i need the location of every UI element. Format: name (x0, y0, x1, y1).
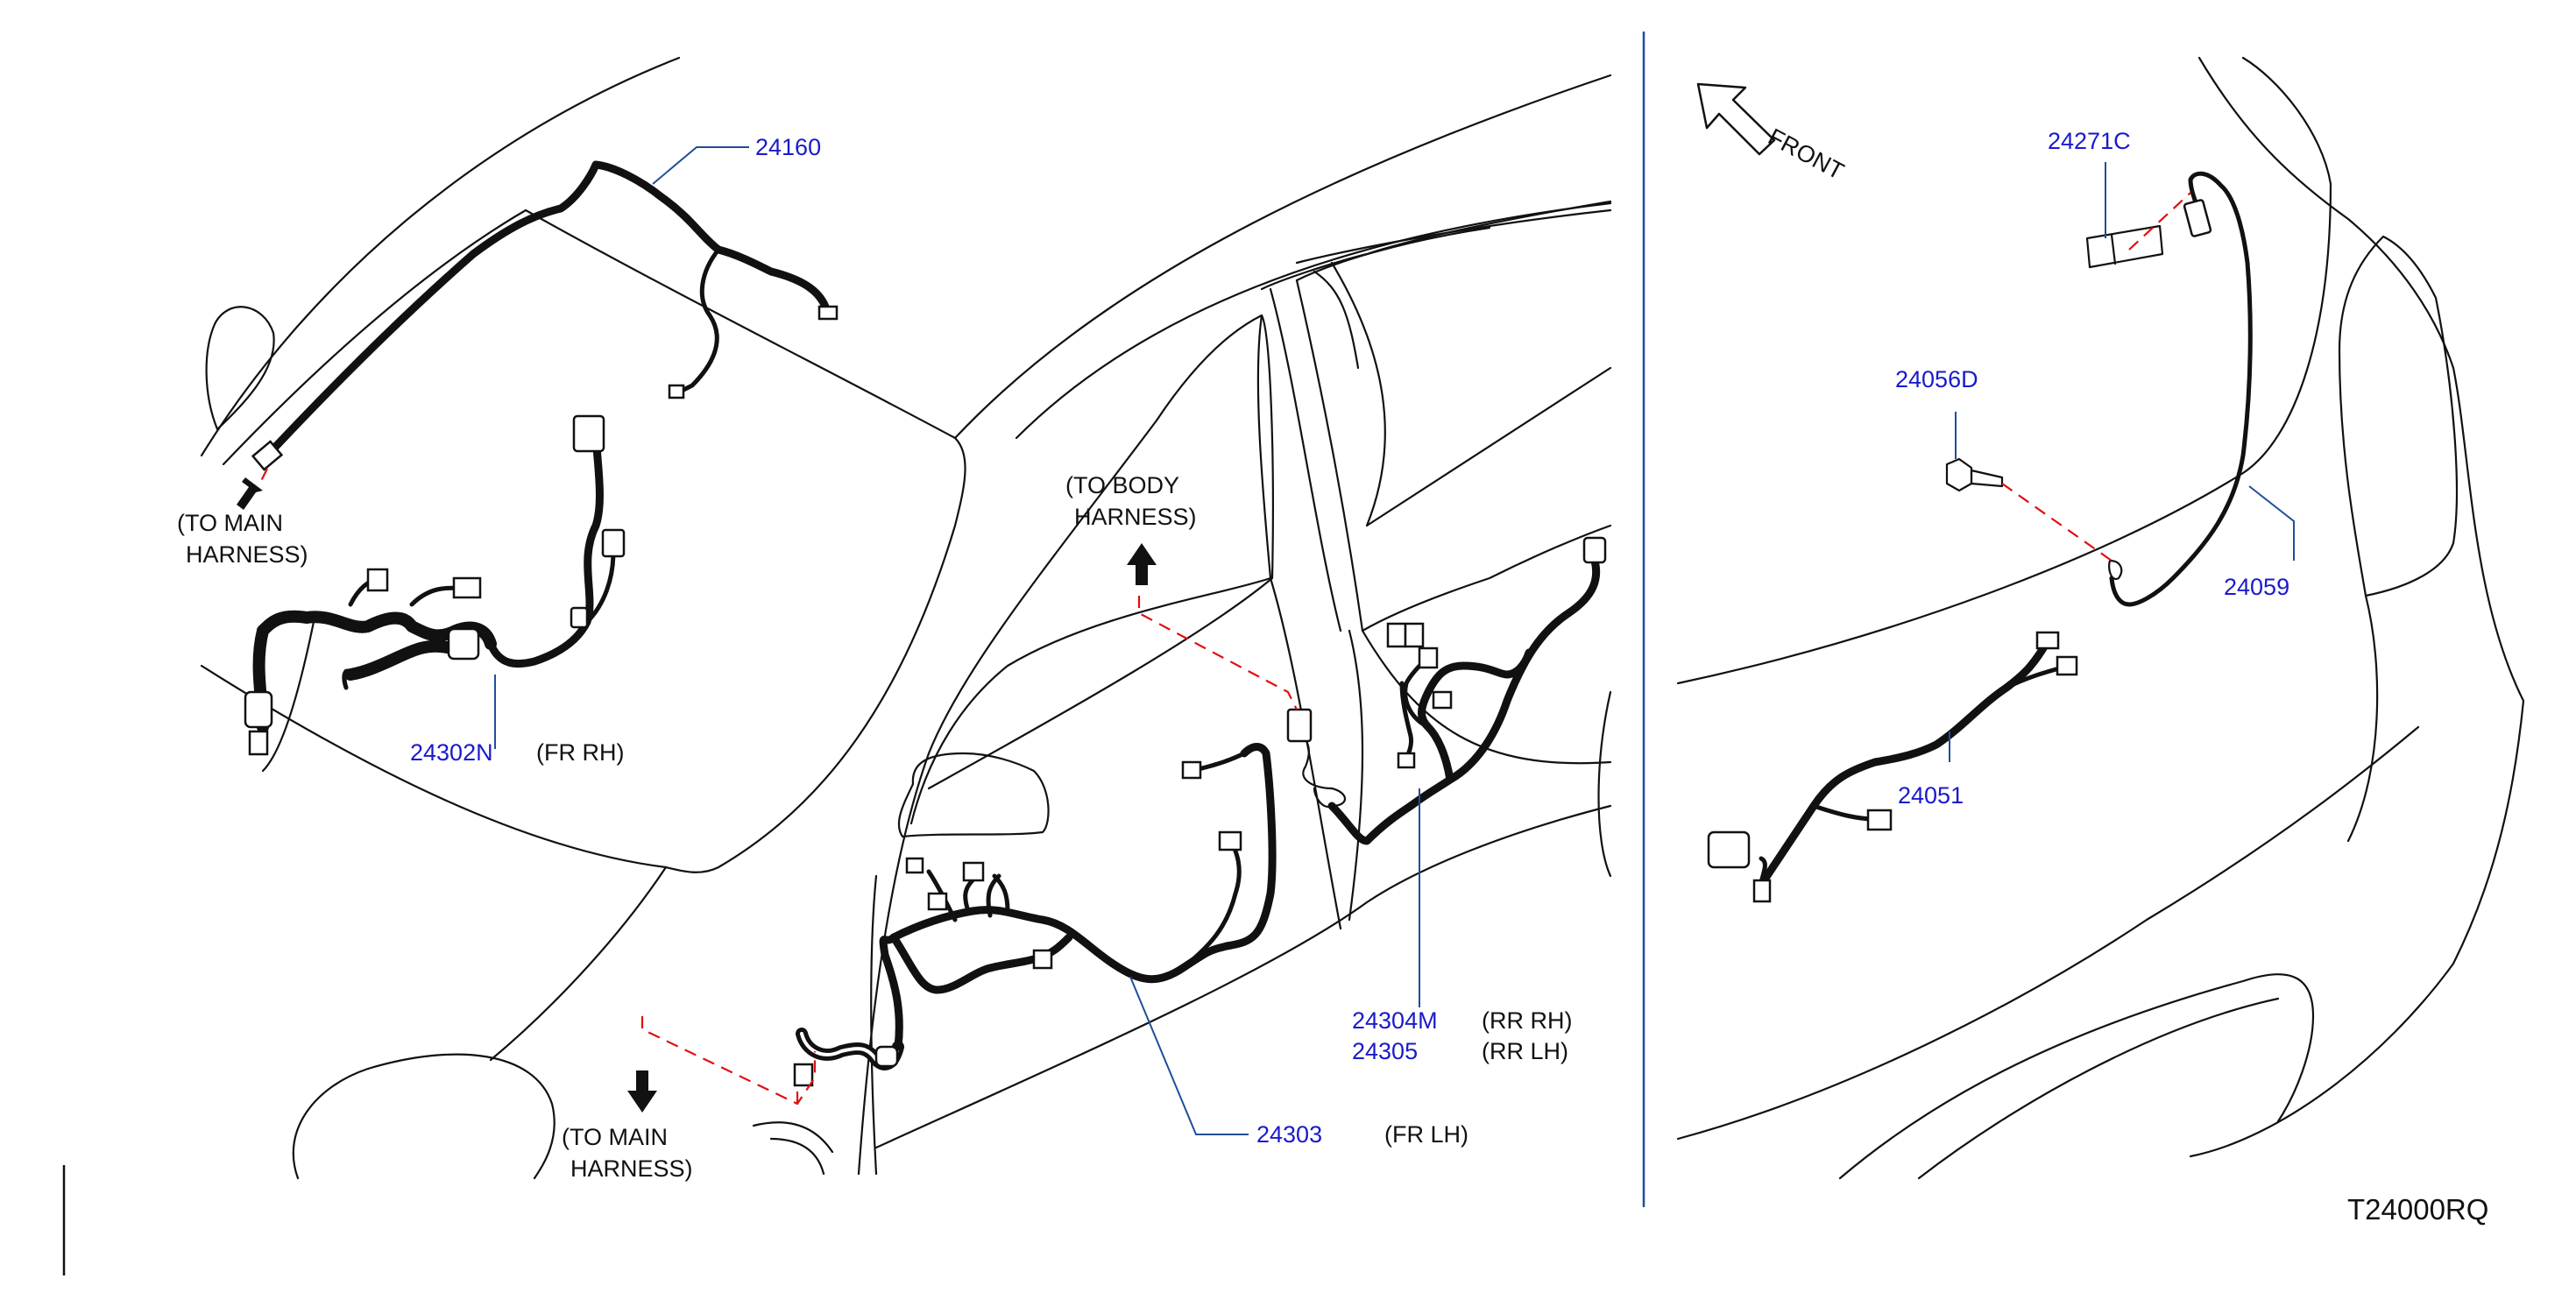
arrow-to-body-harness (1127, 543, 1157, 585)
qualifier-24302n: (FR RH) (536, 739, 624, 766)
leader-24160 (652, 146, 749, 185)
part-24271c (2085, 192, 2191, 269)
dash-to-main-left (258, 468, 268, 487)
callout-24271c: 24271C (2048, 128, 2131, 154)
dash-to-main-middle (640, 1016, 817, 1106)
svg-text:HARNESS): HARNESS) (570, 1155, 693, 1182)
harness-24303 (793, 743, 1277, 1087)
arrow-to-main-left (237, 477, 263, 510)
callout-24056d: 24056D (1895, 366, 1978, 392)
harness-24059 (2108, 171, 2253, 607)
leader-24303 (1129, 976, 1249, 1135)
harness-24160 (251, 160, 839, 471)
callout-24304m: 24304M (1352, 1007, 1438, 1034)
leader-24059 (2248, 485, 2295, 561)
callout-24302n: 24302N (410, 739, 493, 766)
harness-24302n (244, 414, 626, 756)
callout-24059: 24059 (2224, 574, 2289, 600)
qualifier-24305: (RR LH) (1482, 1038, 1568, 1064)
svg-text:(TO MAIN: (TO MAIN (177, 510, 283, 536)
dash-to-body-harness (1137, 596, 1298, 710)
callout-24303: 24303 (1256, 1121, 1322, 1148)
svg-text:HARNESS): HARNESS) (1074, 504, 1197, 530)
qualifier-24303: (FR LH) (1384, 1121, 1468, 1148)
body-outline-middle (752, 74, 1612, 1176)
harness-24051 (1707, 631, 2078, 903)
svg-text:(TO MAIN: (TO MAIN (562, 1124, 668, 1150)
callout-24305: 24305 (1352, 1038, 1418, 1064)
callout-24051: 24051 (1898, 782, 1964, 809)
note-to-main-harness-left: (TO MAIN HARNESS) (177, 510, 308, 568)
front-arrow-icon (1696, 82, 1776, 156)
callout-24160: 24160 (755, 134, 821, 160)
front-label: FRONT (1764, 124, 1848, 185)
front-indicator: FRONT (1696, 82, 1848, 185)
arrow-to-main-middle (627, 1070, 657, 1113)
body-outline-right (1676, 56, 2525, 1180)
note-to-main-harness-middle: (TO MAIN HARNESS) (562, 1124, 693, 1182)
note-to-body-harness: (TO BODY HARNESS) (1065, 472, 1197, 530)
harness-24304m-24305 (1286, 536, 1607, 845)
svg-text:HARNESS): HARNESS) (186, 541, 308, 568)
svg-text:(TO BODY: (TO BODY (1065, 472, 1179, 498)
bolt-24056d (1945, 457, 2112, 562)
qualifier-24304m: (RR RH) (1482, 1007, 1572, 1034)
middle-panel: (TO BODY HARNESS) (TO MAIN HARNESS) 2430… (562, 74, 1612, 1182)
diagram-code: T24000RQ (2347, 1193, 2488, 1226)
right-panel: FRONT 24271C (1676, 56, 2525, 1180)
left-panel: 24160 24302N (FR RH) (TO MAIN HARNESS) (177, 56, 966, 1180)
